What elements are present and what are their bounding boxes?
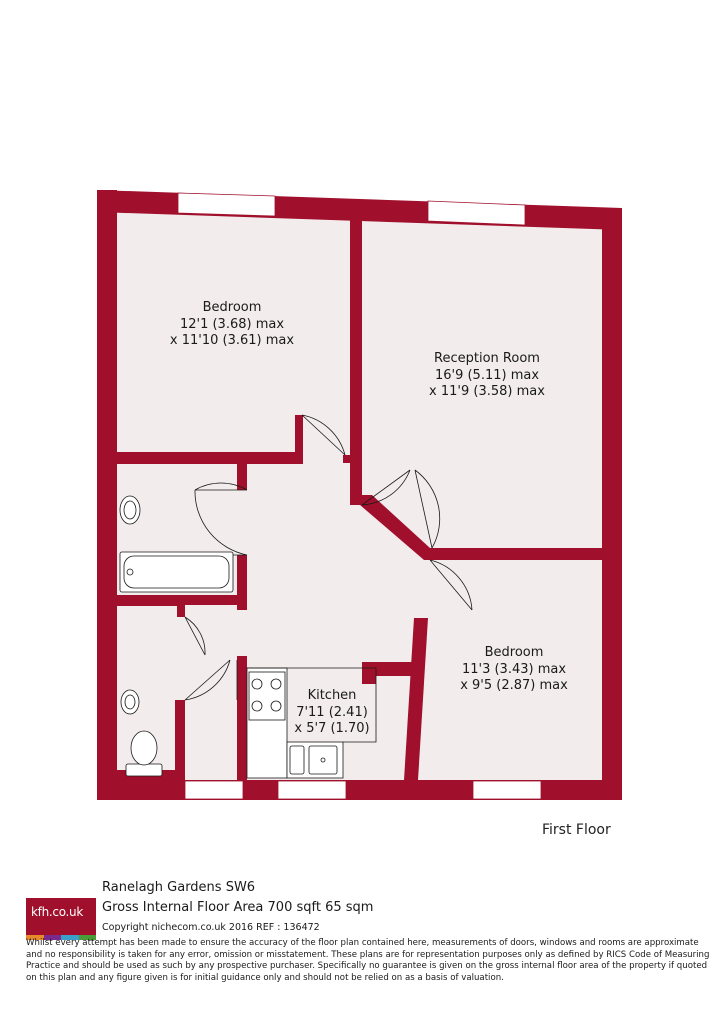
bathroom-fixtures <box>119 495 234 777</box>
bedroom2-dim2: x 9'5 (2.87) max <box>460 678 568 693</box>
logo-bar-purple <box>43 935 61 940</box>
floor-label: First Floor <box>542 822 611 838</box>
logo-text: kfh.co.uk <box>31 905 83 919</box>
bedroom2-name: Bedroom <box>485 645 544 660</box>
bedroom1-dim2: x 11'10 (3.61) max <box>170 333 294 348</box>
hob <box>248 671 286 721</box>
logo-bar-blue <box>61 935 79 940</box>
floor-plan: Bedroom 12'1 (3.68) max x 11'10 (3.61) m… <box>97 190 622 800</box>
copyright-text: Copyright nichecom.co.uk 2016 REF : 1364… <box>102 922 320 933</box>
bedroom1-dim1: 12'1 (3.68) max <box>180 317 284 332</box>
bedroom1-name: Bedroom <box>203 300 262 315</box>
kitchen-outline <box>247 667 377 743</box>
kitchen-name: Kitchen <box>308 688 357 703</box>
reception-dim1: 16'9 (5.11) max <box>435 368 539 383</box>
kfh-logo: kfh.co.uk <box>26 898 96 940</box>
bedroom2-dim1: 11'3 (3.43) max <box>462 662 566 677</box>
reception-dim2: x 11'9 (3.58) max <box>429 384 545 399</box>
bath-tub <box>119 551 234 593</box>
basin <box>120 689 140 715</box>
disclaimer-text: Whilst every attempt has been made to en… <box>26 938 710 983</box>
toilet-cistern <box>125 763 163 777</box>
windows <box>177 192 542 800</box>
logo-bar-green <box>78 935 96 940</box>
toilet-bowl <box>130 730 158 766</box>
logo-bar-orange <box>26 935 44 940</box>
kitchen-fixtures <box>246 667 344 779</box>
floor-area-text: Gross Internal Floor Area 700 sqft 65 sq… <box>102 900 374 915</box>
basin <box>119 495 141 525</box>
property-address: Ranelagh Gardens SW6 <box>102 880 256 895</box>
kitchen-dim1: 7'11 (2.41) <box>296 705 368 720</box>
kitchen-dim2: x 5'7 (1.70) <box>294 721 369 736</box>
reception-name: Reception Room <box>434 351 540 366</box>
